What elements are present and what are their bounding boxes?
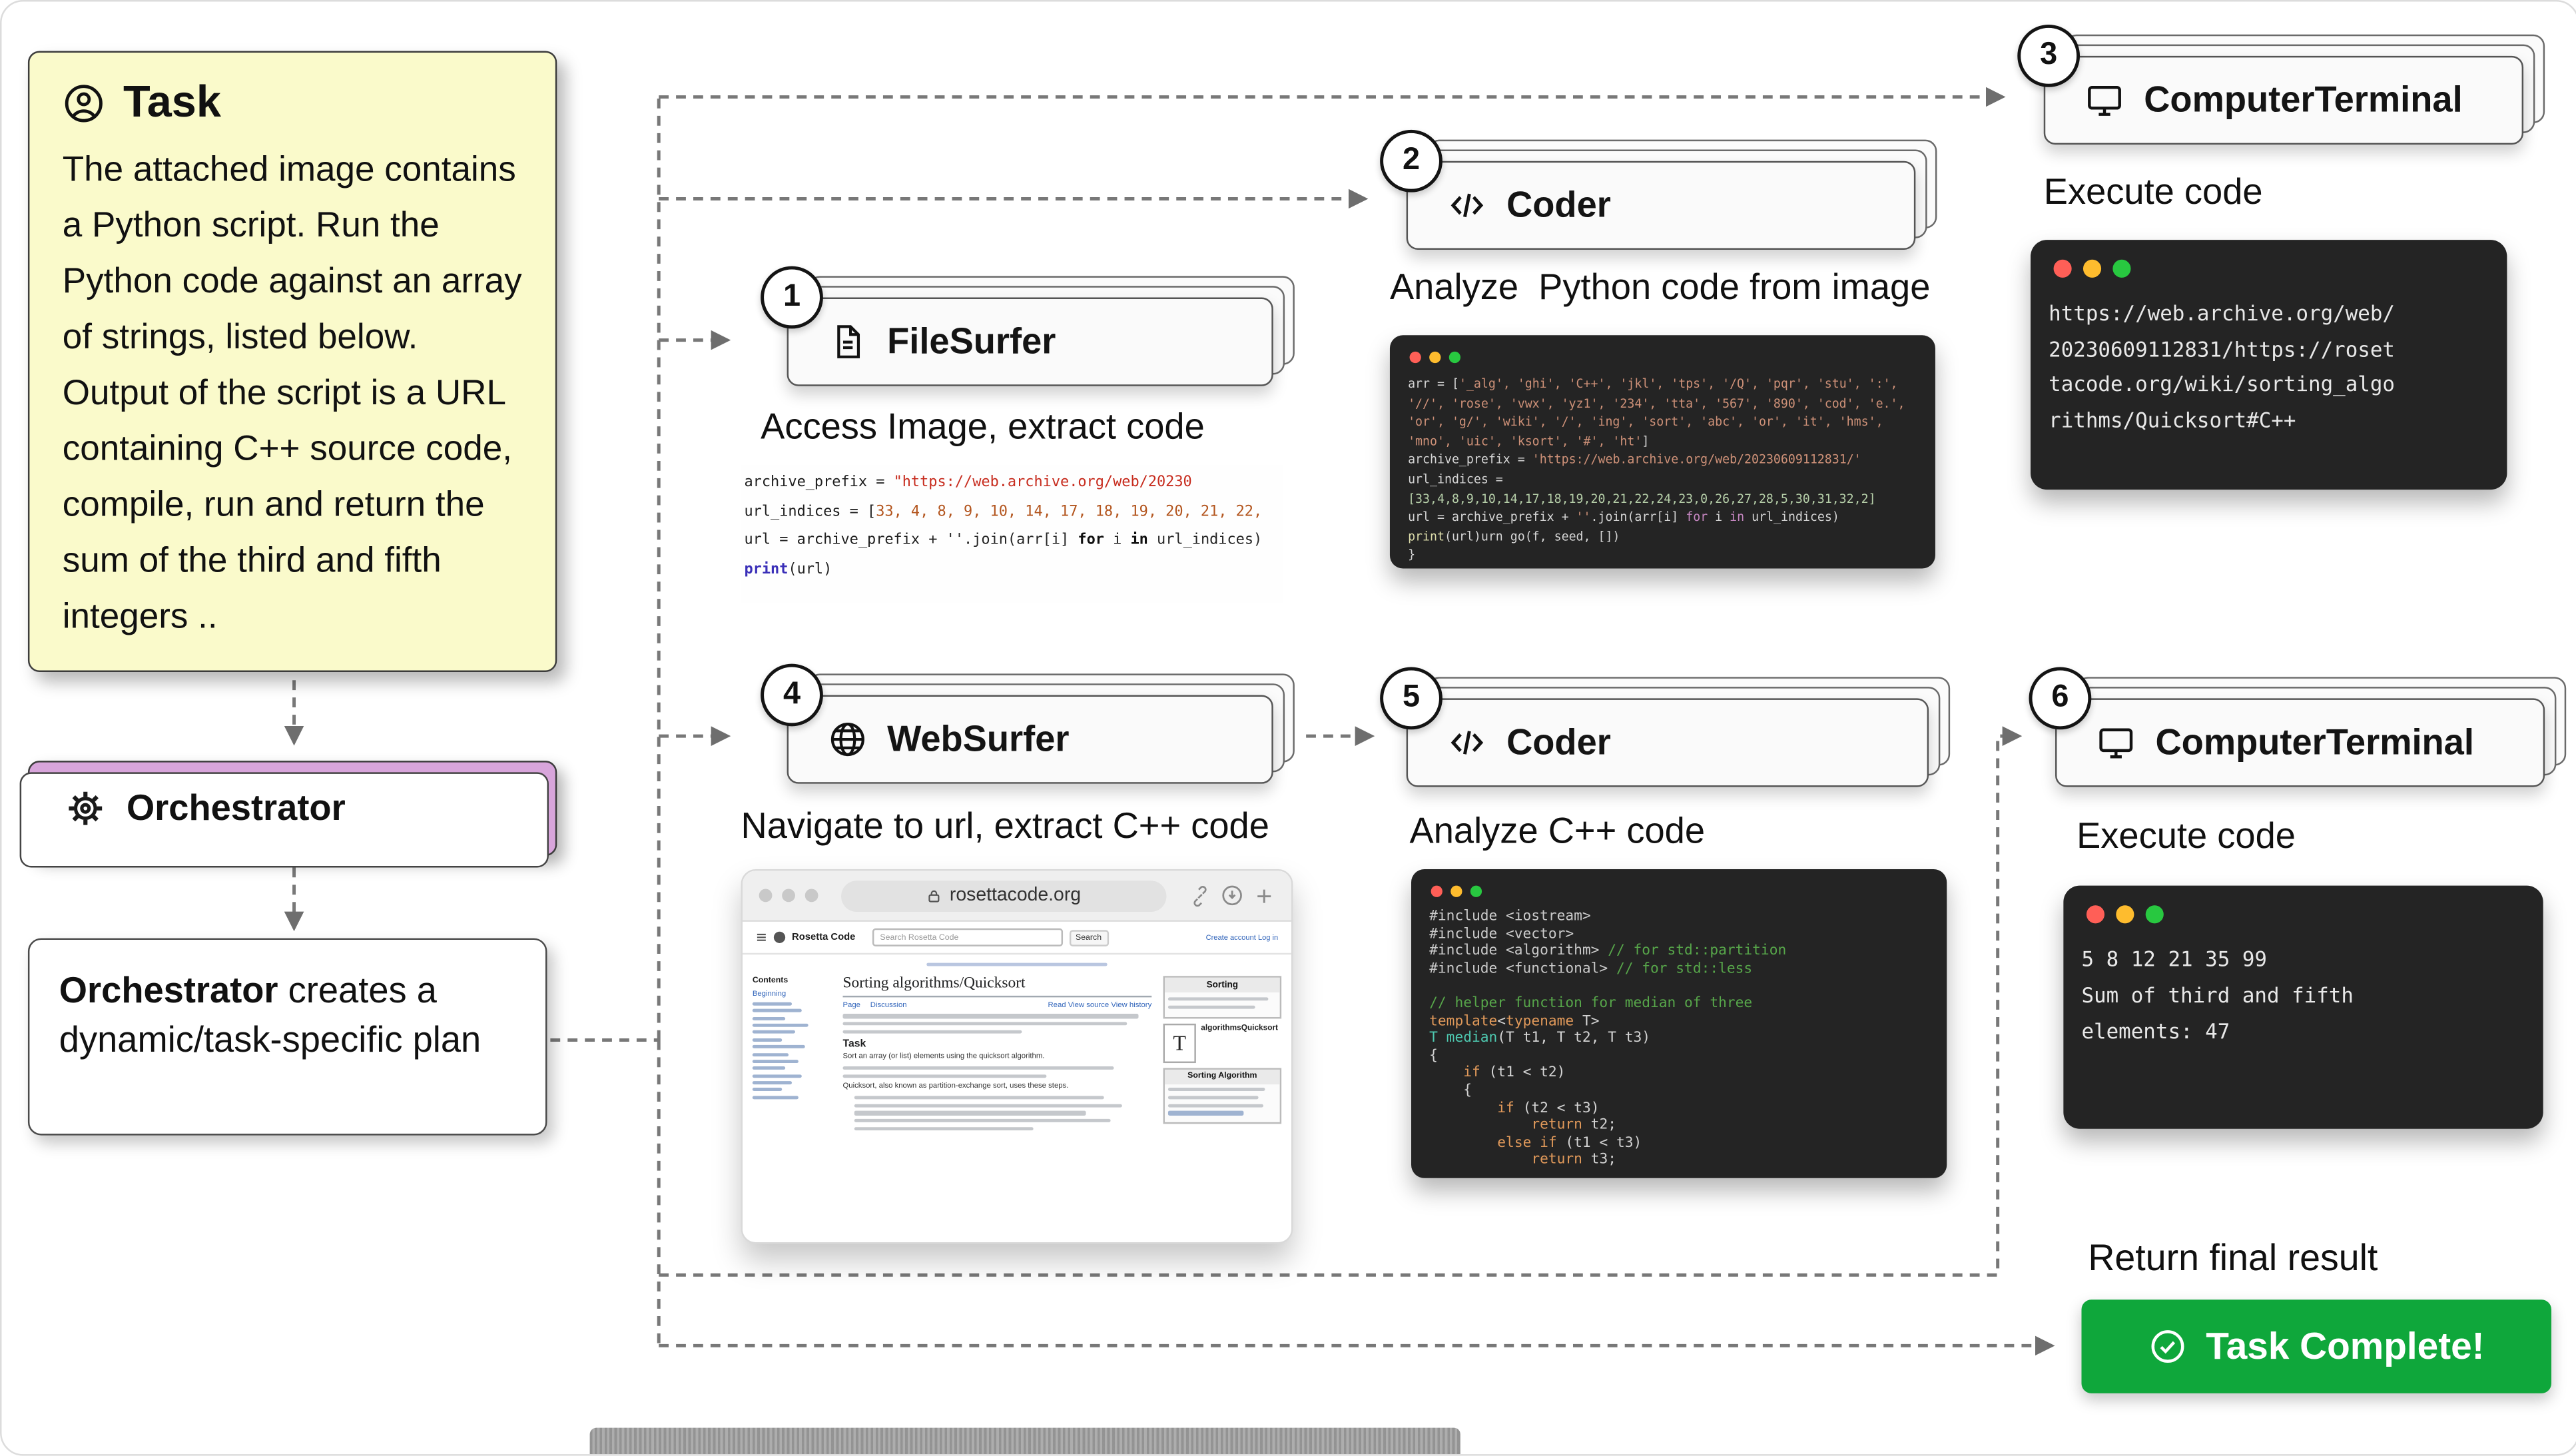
task-complete-button[interactable]: Task Complete! xyxy=(2081,1299,2552,1393)
address-bar[interactable]: rosettacode.org xyxy=(841,879,1167,911)
window-dot xyxy=(805,889,818,903)
user-icon xyxy=(63,81,105,124)
plan-text: creates a dynamic/task-specific plan xyxy=(59,969,482,1060)
wiki-page-title: Sorting algorithms/Quicksort xyxy=(842,976,1152,998)
wiki-banner xyxy=(743,954,1291,973)
infobox-title: Sorting xyxy=(1164,978,1280,993)
menu-icon[interactable] xyxy=(756,932,767,943)
agent-card-4-websurfer: WebSurfer 4 xyxy=(761,663,1295,784)
window-dot xyxy=(759,889,773,903)
address-url: rosettacode.org xyxy=(949,885,1082,906)
orchestrator-box: Orchestrator xyxy=(19,761,557,868)
sorting-infobox: Sorting xyxy=(1163,976,1282,1018)
agent-card-1-filesurfer: FileSurfer 1 xyxy=(761,266,1295,386)
view-tabs[interactable]: Read View source View history xyxy=(1048,1001,1152,1010)
bottom-shelf-artifact xyxy=(589,1427,1461,1455)
sidebar-link[interactable]: Beginning xyxy=(752,989,787,998)
agent-caption-6: Execute code xyxy=(2077,815,2296,857)
wiki-article: Sorting algorithms/Quicksort Page Discus… xyxy=(842,976,1152,1135)
wiki-search-input[interactable]: Search Rosetta Code xyxy=(872,928,1063,946)
final-result-label: Return final result xyxy=(2088,1237,2378,1279)
site-title: Rosetta Code xyxy=(792,932,856,942)
agent-name: Coder xyxy=(1506,721,1611,763)
site-logo xyxy=(773,931,786,943)
wiki-infobox-column: Sorting T algorithmsQuicksort Sorting Al… xyxy=(1163,976,1282,1135)
agent-caption-3: Execute code xyxy=(2043,171,2263,212)
agent-card-6-computerterminal: ComputerTerminal 6 xyxy=(2029,667,2567,787)
plus-icon[interactable] xyxy=(1253,885,1275,906)
traffic-lights xyxy=(2086,905,2525,924)
link-icon[interactable] xyxy=(1189,885,1211,907)
browser-page: Rosetta Code Search Rosetta Code Search … xyxy=(743,921,1291,1242)
traffic-lights xyxy=(2053,259,2489,278)
cpp-code-terminal: #include <iostream>#include <vector>#inc… xyxy=(1411,869,1947,1178)
gear-icon xyxy=(66,789,105,828)
algorithm-infobox: Sorting Algorithm xyxy=(1163,1067,1282,1124)
infobox-caption: algorithmsQuicksort xyxy=(1201,1024,1279,1033)
agent-caption-4: Navigate to url, extract C++ code xyxy=(741,805,1269,847)
orchestrator-label: Orchestrator xyxy=(126,787,346,829)
steps-list xyxy=(842,1096,1151,1131)
tab-page[interactable]: Page xyxy=(842,1001,860,1010)
contents-heading: Contents xyxy=(752,976,789,987)
agent-name: Coder xyxy=(1506,184,1611,225)
agent-caption-1: Access Image, extract code xyxy=(761,406,1205,447)
agent-card-3-computerterminal: ComputerTerminal 3 xyxy=(2017,25,2545,145)
agent-name: FileSurfer xyxy=(887,320,1056,362)
step-badge-1: 1 xyxy=(761,266,823,329)
python-snippet-image: archive_prefix = "https://web.archive.or… xyxy=(741,465,1283,603)
traffic-lights xyxy=(1409,351,1917,364)
step-badge-5: 5 xyxy=(1380,667,1443,730)
window-dot xyxy=(782,889,795,903)
agent-caption-5: Analyze C++ code xyxy=(1409,810,1706,851)
task-description: The attached image contains a Python scr… xyxy=(62,149,522,636)
plan-box: Orchestrator creates a dynamic/task-spec… xyxy=(27,938,547,1136)
plan-bold: Orchestrator xyxy=(59,969,278,1011)
url-output-terminal: https://web.archive.org/web/202306091128… xyxy=(2031,240,2507,490)
monitor-icon xyxy=(2096,723,2136,762)
step-badge-4: 4 xyxy=(761,663,823,727)
step-badge-3: 3 xyxy=(2017,25,2081,87)
padlock-icon xyxy=(926,888,941,903)
infobox-title: Sorting Algorithm xyxy=(1164,1068,1280,1084)
code-icon xyxy=(1447,723,1486,762)
wiki-account-links[interactable]: Create account Log in xyxy=(1205,933,1279,942)
monitor-icon xyxy=(2085,81,2124,120)
agent-card-2-coder: Coder 2 xyxy=(1380,129,1937,250)
task-section-text: Sort an array (or list) elements using t… xyxy=(842,1052,1045,1060)
agent-name: ComputerTerminal xyxy=(2144,79,2463,121)
task-title: Task xyxy=(123,77,221,127)
step-badge-2: 2 xyxy=(1380,129,1443,192)
step-badge-6: 6 xyxy=(2029,667,2092,730)
code-icon xyxy=(1447,186,1486,225)
tab-discussion[interactable]: Discussion xyxy=(870,1001,907,1010)
task-section-heading: Task xyxy=(842,1038,866,1050)
task-complete-label: Task Complete! xyxy=(2206,1324,2485,1367)
globe-icon xyxy=(828,719,867,759)
wiki-sidebar: Contents Beginning xyxy=(752,976,831,1135)
agent-caption-2: Analyze Python code from image xyxy=(1389,266,1931,308)
file-icon xyxy=(828,322,867,362)
agent-card-5-coder: Coder 5 xyxy=(1380,667,1951,787)
agent-name: ComputerTerminal xyxy=(2155,721,2474,763)
wiki-top-bar: Rosetta Code Search Rosetta Code Search … xyxy=(743,922,1291,955)
check-circle-icon xyxy=(2148,1327,2186,1365)
wiki-search-button[interactable]: Search xyxy=(1069,928,1108,946)
traffic-lights xyxy=(1431,885,1929,897)
python-code-terminal: arr = ['_alg', 'ghi', 'C++', 'jkl', 'tps… xyxy=(1389,335,1935,569)
thumbnail-letter: T xyxy=(1163,1022,1196,1062)
browser-toolbar: rosettacode.org xyxy=(743,871,1291,922)
agent-name: WebSurfer xyxy=(887,718,1070,759)
download-icon[interactable] xyxy=(1221,884,1244,907)
arrow-to-computerterminal-6 xyxy=(659,726,2023,1277)
quicksort-text: Quicksort, also known as partition-excha… xyxy=(842,1081,1069,1090)
browser-window: rosettacode.org xyxy=(741,869,1293,1244)
task-box: Task The attached image contains a Pytho… xyxy=(27,51,557,672)
